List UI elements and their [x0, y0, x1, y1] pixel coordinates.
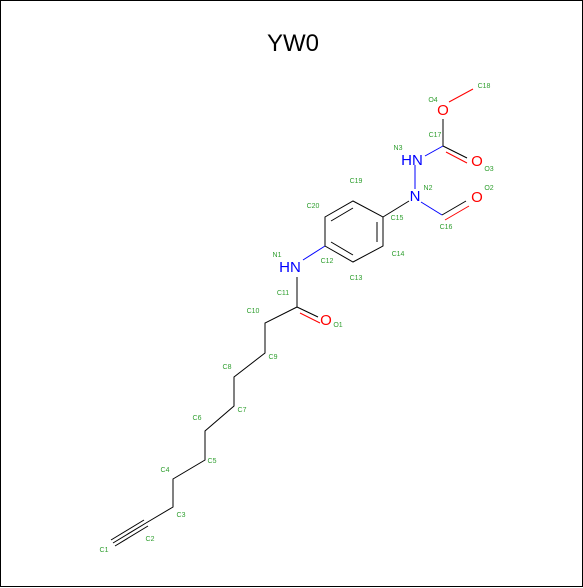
label-c3: C3 [177, 512, 186, 519]
bond-c17-o3-a [442, 145, 468, 159]
bond-c16-o2-b [444, 205, 470, 221]
label-c18: C18 [478, 83, 491, 90]
atom-o4: O [437, 102, 449, 119]
label-c20: C20 [307, 203, 320, 210]
bond-n1-c12 [302, 245, 326, 261]
label-c1: C1 [100, 547, 109, 554]
label-c9: C9 [269, 354, 278, 361]
label-c2: C2 [146, 536, 155, 543]
atom-n2: N [410, 188, 421, 205]
bond-ring-inner-1 [330, 207, 354, 222]
bond-c16-o2-a [441, 200, 467, 216]
bond-benzene-ring [324, 200, 384, 263]
label-c19: C19 [350, 178, 363, 185]
label-o4: O4 [428, 97, 437, 104]
bond-c11-o1-b [299, 312, 321, 324]
atom-index-labels: C1 C2 C3 C4 C5 C6 C7 C8 C9 C10 C11 C12 C… [100, 83, 494, 554]
atom-o3: O [471, 153, 483, 170]
atom-nh-hydrazide: HN [401, 152, 423, 169]
label-c13: C13 [350, 275, 363, 282]
label-o3: O3 [484, 166, 493, 173]
bond-o4-c18 [448, 88, 474, 103]
bond-ring-inner-3 [330, 241, 354, 256]
label-c8: C8 [223, 364, 232, 371]
atom-o2: O [471, 189, 483, 206]
label-c7: C7 [238, 407, 247, 414]
label-n1: N1 [273, 252, 282, 259]
bond-n3-c17 [424, 145, 444, 157]
heteroatoms: HN N HN O O O O [279, 102, 483, 329]
label-c14: C14 [392, 251, 405, 258]
label-c11: C11 [277, 290, 289, 297]
bond-c1-c2-a [112, 522, 147, 544]
atom-o1: O [320, 312, 332, 329]
label-c15: C15 [391, 215, 404, 222]
label-n2: N2 [424, 185, 433, 192]
label-c4: C4 [161, 467, 170, 474]
label-c12: C12 [321, 258, 334, 265]
bond-c11-o1-a [296, 306, 319, 318]
label-c6: C6 [193, 415, 202, 422]
label-c10: C10 [247, 308, 260, 315]
bond-chain-c2-c11 [145, 306, 298, 524]
label-n3: N3 [394, 145, 403, 152]
bond-c17-o3-b [445, 151, 468, 164]
bond-c1-c2-b [110, 519, 145, 541]
atom-nh-amide: HN [279, 259, 301, 276]
molecule-title: YW0 [267, 30, 319, 57]
label-o1: O1 [333, 322, 342, 329]
label-c16: C16 [440, 224, 453, 231]
bond-n2-c16 [420, 201, 443, 216]
bond-c1-c2-c [114, 525, 149, 547]
label-c17: C17 [429, 132, 442, 139]
bond-c15-n2 [382, 200, 410, 218]
bonds [110, 88, 474, 547]
label-c5: C5 [208, 458, 217, 465]
label-o2: O2 [484, 185, 493, 192]
